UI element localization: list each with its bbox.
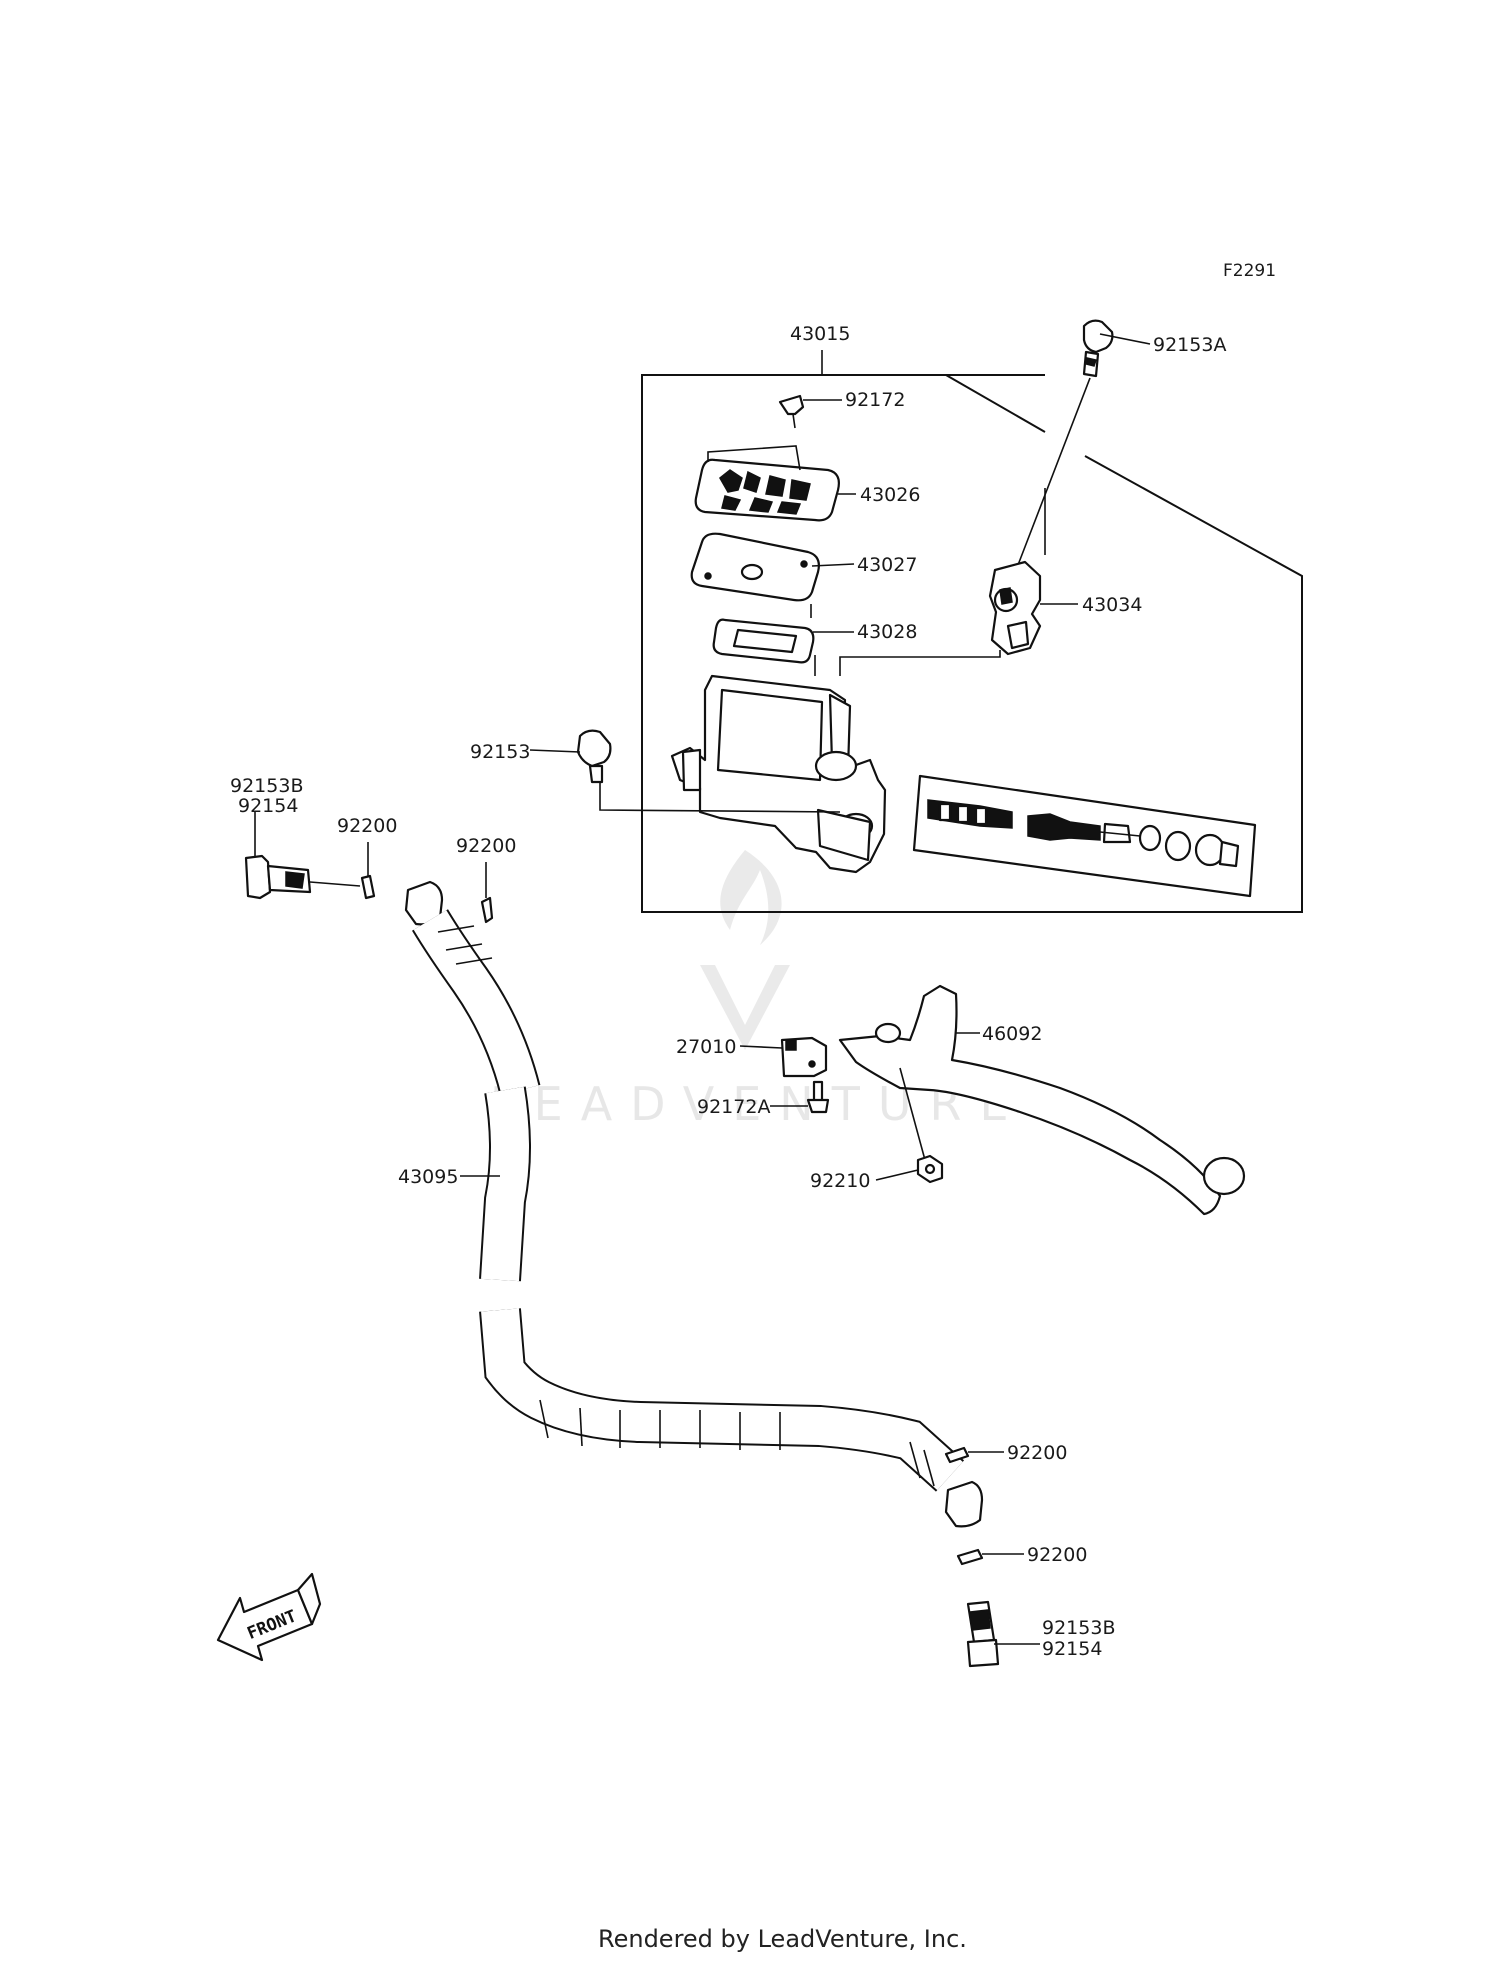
part-27010-switch (739, 1036, 828, 1078)
part-92200-washer-lower-top (944, 1446, 1004, 1464)
label-43034: 43034 (1082, 594, 1142, 616)
part-92210-nut (875, 1154, 944, 1184)
label-92154-lower: 92154 (1042, 1638, 1102, 1660)
label-92200-lower-top: 92200 (1007, 1442, 1067, 1464)
part-43027-plate (690, 532, 855, 602)
part-92153-bolt (529, 729, 841, 813)
label-27010: 27010 (676, 1036, 736, 1058)
label-92200-upper-right: 92200 (456, 835, 516, 857)
label-43027: 43027 (857, 554, 917, 576)
part-92153A-bolt (1017, 319, 1151, 566)
label-92172A: 92172A (697, 1096, 770, 1118)
label-43015: 43015 (790, 323, 850, 345)
label-92154-upper: 92154 (238, 795, 298, 817)
assembly-frame-43015 (641, 350, 1303, 913)
part-92200-washer-upper-left (360, 842, 376, 900)
footer-credit: Rendered by LeadVenture, Inc. (598, 1925, 967, 1953)
part-92172A-screw (770, 1080, 830, 1114)
diagram-code: F2291 (1223, 261, 1276, 281)
part-92200-washer-upper-right (480, 862, 494, 924)
label-92200-upper-left: 92200 (337, 815, 397, 837)
label-92210: 92210 (810, 1170, 870, 1192)
label-92153B-upper: 92153B (230, 775, 303, 797)
label-92153: 92153 (470, 741, 530, 763)
label-92153A: 92153A (1153, 334, 1226, 356)
label-92172: 92172 (845, 389, 905, 411)
part-43034-clamp (839, 560, 1078, 676)
part-43028-diaphragm (712, 604, 854, 664)
label-92200-lower-bottom: 92200 (1027, 1544, 1087, 1566)
part-46092-lever (838, 984, 1246, 1216)
label-43026: 43026 (860, 484, 920, 506)
part-43095-hose (404, 880, 965, 1492)
part-92153B-bolt-lower (966, 1600, 1040, 1668)
label-46092: 46092 (982, 1023, 1042, 1045)
part-43095-banjo-lower (944, 1480, 984, 1528)
part-92153B-bolt-upper (244, 812, 361, 900)
front-arrow: FRONT (216, 1572, 322, 1662)
part-43026-cap (694, 445, 856, 522)
label-43095: 43095 (398, 1166, 458, 1188)
label-43028: 43028 (857, 621, 917, 643)
part-92172-screw (778, 394, 842, 429)
part-piston-set (912, 774, 1257, 898)
part-master-cylinder-body (670, 655, 887, 874)
label-92153B-lower: 92153B (1042, 1617, 1115, 1639)
part-92200-washer-lower-bottom (956, 1548, 1024, 1566)
